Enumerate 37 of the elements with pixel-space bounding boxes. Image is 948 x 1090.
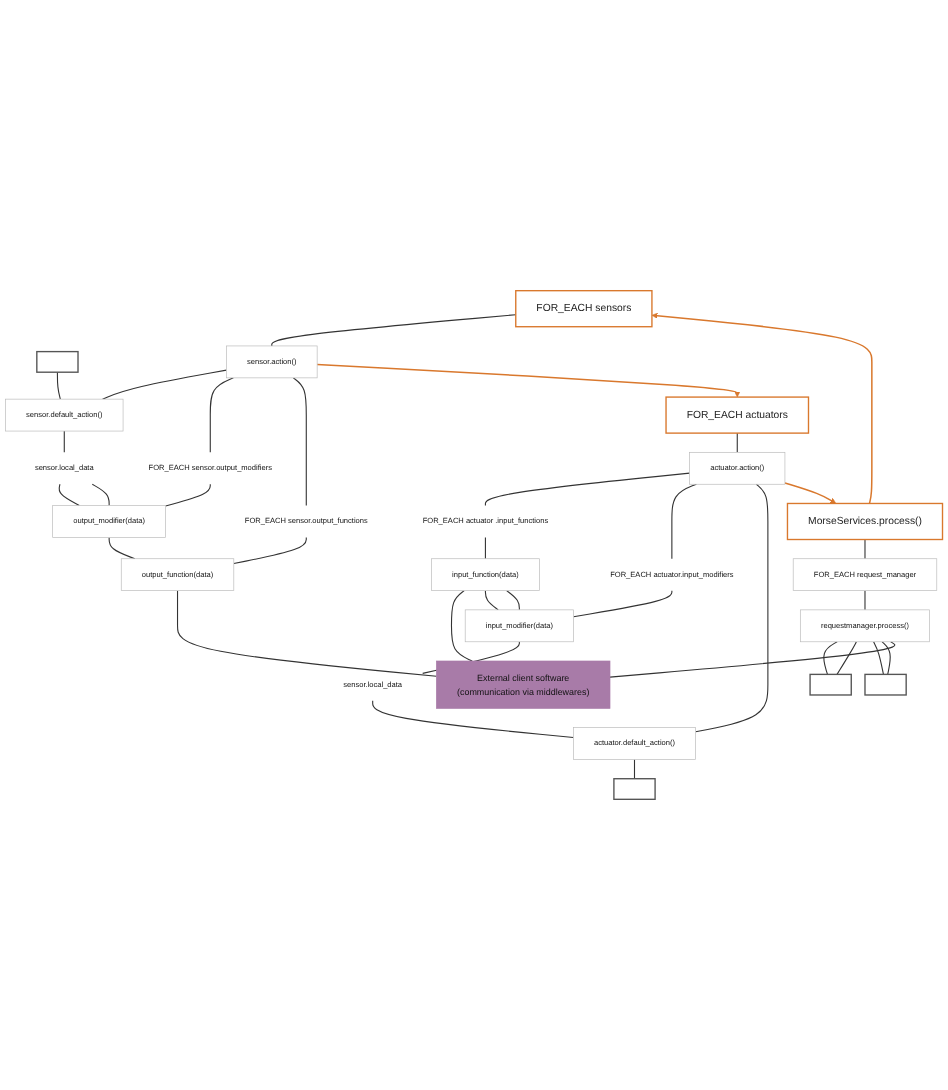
connector [177,590,437,677]
node-box [613,778,656,800]
connector [864,590,866,611]
connector [736,432,738,453]
connector [91,483,110,507]
connector [633,758,636,780]
connector [823,641,838,675]
connector [450,590,473,662]
node-box [864,673,907,696]
node-box [809,673,852,696]
connector [108,536,136,560]
connector [209,377,234,453]
connector [58,483,80,507]
connector [484,472,691,507]
connector [233,536,307,565]
connector [165,483,211,507]
connector [292,377,307,507]
connector [271,314,517,347]
connector [484,590,499,611]
connector [836,641,857,675]
connector [695,483,769,733]
connector [56,371,61,400]
connector [372,700,574,739]
connector [484,536,486,560]
connector [609,641,896,678]
arrow [651,312,873,505]
arrow [316,363,741,398]
connector [671,483,697,560]
connector [873,641,884,675]
node-box [36,350,79,373]
connector [573,590,673,618]
arrow [784,482,837,504]
connector [881,641,891,675]
connector [101,369,227,400]
connector [63,430,65,453]
connector [506,590,520,611]
connector [864,538,866,560]
